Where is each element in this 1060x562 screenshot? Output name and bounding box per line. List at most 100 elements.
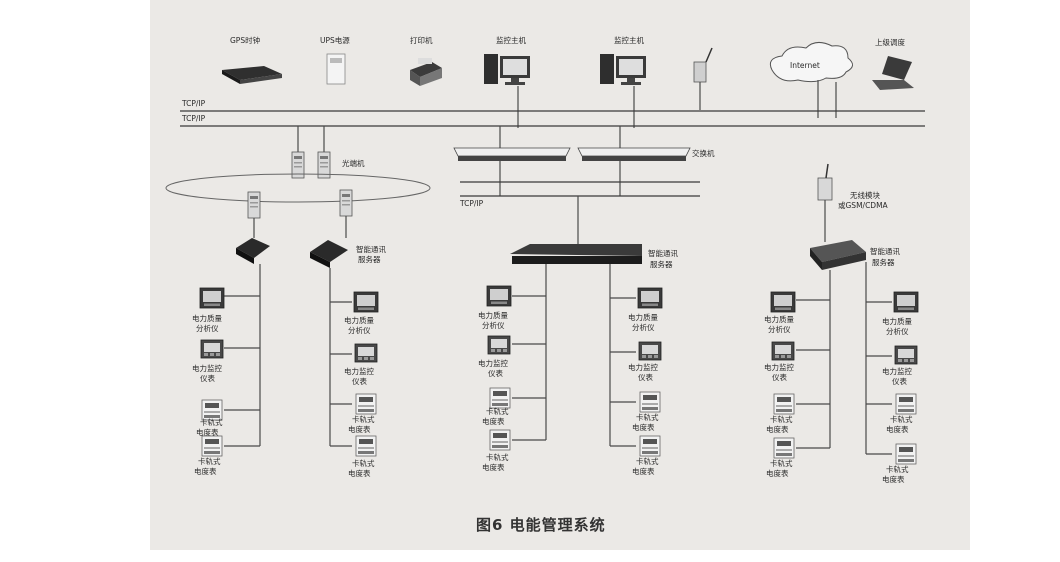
rail-meter-mid-b2 (639, 435, 661, 457)
pq-analyzer-left-a-label-2: 分析仪 (196, 323, 219, 333)
gps-clock-label: GPS时钟 (230, 35, 261, 45)
rail-meter-mid-b2-label-2: 电度表 (632, 466, 655, 476)
monitoring-host-2 (600, 54, 646, 85)
pq-analyzer-left-a (199, 287, 225, 309)
comm-server-left-2 (310, 240, 348, 268)
comm-server-middle-label-1: 智能通讯 (648, 248, 678, 258)
tcpip-label-1: TCP/IP (181, 99, 206, 108)
power-monitor-right-b (894, 345, 918, 365)
pq-analyzer-mid-b-label-1: 电力质量 (628, 312, 658, 322)
internet-label: Internet (790, 61, 820, 70)
network-switch-1 (453, 147, 571, 161)
ups-power-device (326, 53, 346, 85)
remote-dispatch-laptop (872, 56, 914, 90)
rail-meter-mid-a1-label-2: 电度表 (482, 416, 505, 426)
pq-analyzer-right-b-label-2: 分析仪 (886, 326, 909, 336)
pq-analyzer-right-b-label-1: 电力质量 (882, 316, 912, 326)
gps-clock-device (222, 66, 282, 84)
power-monitor-mid-a (487, 335, 511, 355)
printer-label: 打印机 (410, 35, 433, 45)
gateway-antenna-device (693, 47, 713, 83)
power-monitor-right-b-label-1: 电力监控 (882, 366, 912, 376)
rail-meter-right-b2 (895, 443, 917, 465)
tcpip-label-3: TCP/IP (459, 199, 484, 208)
power-monitor-mid-a-label-2: 仪表 (488, 368, 503, 378)
pq-analyzer-right-a-label-1: 电力质量 (764, 314, 794, 324)
power-monitor-mid-b-label-1: 电力监控 (628, 362, 658, 372)
comm-server-left-label-1: 智能通讯 (356, 244, 386, 254)
rail-meter-left-b2-label-2: 电度表 (348, 468, 371, 478)
rail-meter-left-a1-label-1: 卡轨式 (200, 417, 223, 427)
rail-meter-right-a2-label-1: 卡轨式 (770, 458, 793, 468)
power-monitor-left-b (354, 343, 378, 363)
rail-meter-right-b2-label-2: 电度表 (882, 474, 905, 484)
monitoring-host-1-label: 监控主机 (496, 35, 526, 45)
power-monitor-mid-b-label-2: 仪表 (638, 372, 653, 382)
power-monitor-left-a (200, 339, 224, 359)
pq-analyzer-mid-a-label-2: 分析仪 (482, 320, 505, 330)
pq-analyzer-left-b-label-1: 电力质量 (344, 315, 374, 325)
scanned-page-background (150, 0, 970, 550)
rail-meter-mid-b1-label-1: 卡轨式 (636, 412, 659, 422)
power-monitor-mid-b (638, 341, 662, 361)
ups-power-label: UPS电源 (320, 35, 350, 45)
power-monitor-mid-a-label-1: 电力监控 (478, 358, 508, 368)
comm-server-middle (510, 244, 642, 264)
printer-device (410, 58, 442, 86)
network-switch-2 (577, 147, 691, 161)
rail-meter-left-a2-label-1: 卡轨式 (198, 456, 221, 466)
comm-server-right-label-2: 服务器 (872, 257, 895, 267)
pq-analyzer-right-a (770, 291, 796, 313)
pq-analyzer-left-b-label-2: 分析仪 (348, 325, 371, 335)
rail-meter-mid-b2-label-1: 卡轨式 (636, 456, 659, 466)
power-monitor-left-a-label-2: 仪表 (200, 373, 215, 383)
rail-meter-right-a1 (773, 393, 795, 415)
pq-analyzer-left-b (353, 291, 379, 313)
rail-meter-left-a1 (201, 399, 223, 421)
power-monitor-right-a (771, 341, 795, 361)
power-monitor-left-a-label-1: 电力监控 (192, 363, 222, 373)
pq-analyzer-mid-b (637, 287, 663, 309)
rail-meter-left-b2 (355, 435, 377, 457)
rail-meter-right-b2-label-1: 卡轨式 (886, 464, 909, 474)
rail-meter-right-a2-label-2: 电度表 (766, 468, 789, 478)
rail-meter-mid-a2-label-2: 电度表 (482, 462, 505, 472)
switch-label: 交换机 (692, 148, 715, 158)
rail-meter-right-b1-label-2: 电度表 (886, 424, 909, 434)
rail-meter-right-b1-label-1: 卡轨式 (890, 414, 913, 424)
rail-meter-right-a2 (773, 437, 795, 459)
comm-server-middle-label-2: 服务器 (650, 259, 673, 269)
rail-meter-mid-b1-label-2: 电度表 (632, 422, 655, 432)
pq-analyzer-left-a-label-1: 电力质量 (192, 313, 222, 323)
pq-analyzer-right-a-label-2: 分析仪 (768, 324, 791, 334)
power-monitor-right-a-label-1: 电力监控 (764, 362, 794, 372)
wireless-module-label-1: 无线模块 (850, 190, 880, 200)
rail-meter-mid-b1 (639, 391, 661, 413)
rail-meter-right-a1-label-2: 电度表 (766, 424, 789, 434)
rail-meter-left-b2-label-1: 卡轨式 (352, 458, 375, 468)
optical-fiber-ring (165, 173, 431, 203)
rail-meter-left-b1-label-1: 卡轨式 (352, 414, 375, 424)
wireless-module-label-2: 或GSM/CDMA (838, 200, 889, 210)
rail-meter-left-a2 (201, 435, 223, 457)
pq-analyzer-mid-b-label-2: 分析仪 (632, 322, 655, 332)
rail-meter-left-a2-label-2: 电度表 (194, 466, 217, 476)
rail-meter-mid-a1 (489, 387, 511, 409)
rail-meter-left-b1 (355, 393, 377, 415)
optical-transceiver-left (247, 191, 261, 219)
rail-meter-mid-a2 (489, 429, 511, 451)
rail-meter-mid-a1-label-1: 卡轨式 (486, 406, 509, 416)
monitoring-host-1 (484, 54, 530, 85)
power-monitor-right-b-label-2: 仪表 (892, 376, 907, 386)
power-monitor-left-b-label-2: 仪表 (352, 376, 367, 386)
optical-transceiver-label: 光端机 (342, 158, 365, 168)
rail-meter-mid-a2-label-1: 卡轨式 (486, 452, 509, 462)
comm-server-right-label-1: 智能通讯 (870, 246, 900, 256)
comm-server-left-label-2: 服务器 (358, 254, 381, 264)
optical-transceiver-right (339, 189, 353, 217)
pq-analyzer-right-b (893, 291, 919, 313)
rail-meter-left-b1-label-2: 电度表 (348, 424, 371, 434)
pq-analyzer-mid-a (486, 285, 512, 307)
rail-meter-right-a1-label-1: 卡轨式 (770, 414, 793, 424)
